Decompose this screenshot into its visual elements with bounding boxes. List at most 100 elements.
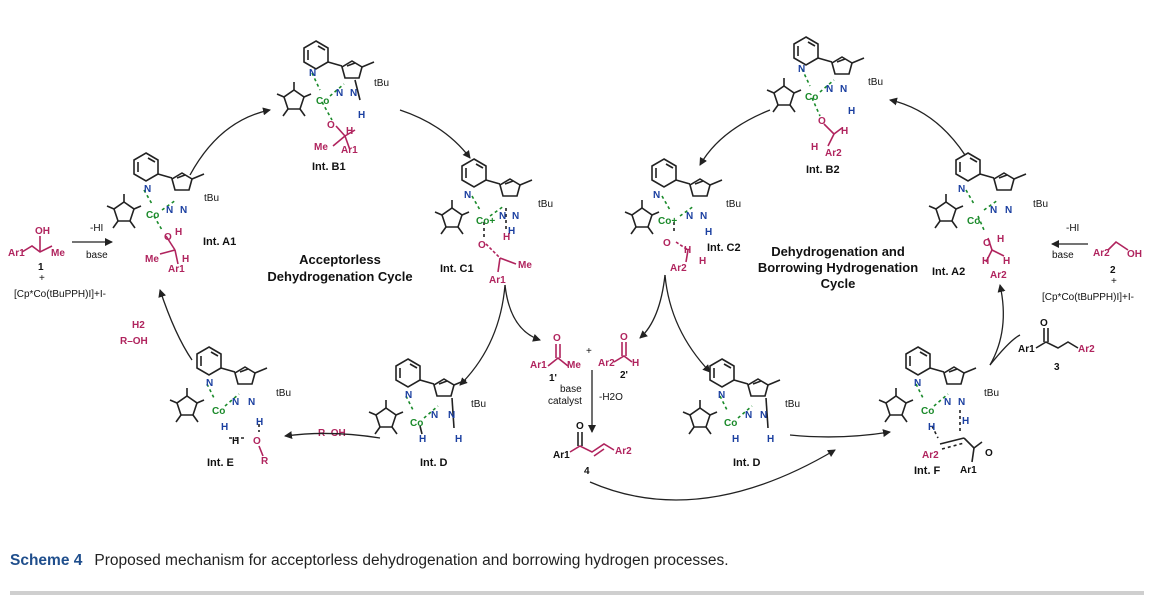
minus-h2o: -H2O (599, 392, 623, 403)
atom-h: H (455, 434, 462, 445)
atom-me: Me (314, 142, 328, 153)
arrow-c1-to-1prime (504, 284, 541, 342)
atom-tbu: tBu (785, 399, 800, 410)
plus-sign: + (39, 273, 45, 284)
atom-n: N (745, 410, 752, 421)
atom-tbu: tBu (1033, 199, 1048, 210)
arrow-c2-to-2prime (639, 274, 666, 339)
atom-n: N (336, 88, 343, 99)
atom-h: H (699, 256, 706, 267)
atom-o: O (985, 448, 993, 459)
compound-2-label: 2 (1110, 265, 1116, 276)
atom-n: N (448, 410, 455, 421)
atom-o: O (818, 116, 826, 127)
atom-o: O (663, 238, 671, 249)
atom-n: N (405, 390, 412, 401)
atom-ar2: Ar2 (825, 148, 842, 159)
base-left: base (86, 250, 108, 261)
atom-n: N (700, 211, 707, 222)
left-cycle-title-2: Dehydrogenation Cycle (267, 269, 412, 284)
atom-co: Co (212, 406, 225, 417)
atom-n: N (309, 68, 316, 79)
atom-me: Me (518, 260, 532, 271)
atom-n: N (686, 211, 693, 222)
label-int-b1: Int. B1 (312, 161, 346, 173)
arrow-c1-to-d (459, 284, 506, 386)
atom-ar2: Ar2 (615, 446, 632, 457)
complex-int-b1 (276, 40, 375, 151)
atom-n: N (350, 88, 357, 99)
h2-label: H2 (132, 320, 145, 331)
atom-h: H (256, 417, 263, 428)
atom-tbu: tBu (204, 193, 219, 204)
atom-h: H (705, 227, 712, 238)
atom-ar1: Ar1 (1018, 344, 1035, 355)
atom-n: N (798, 64, 805, 75)
atom-n: N (826, 84, 833, 95)
caption-divider (10, 591, 1144, 595)
atom-tbu: tBu (984, 388, 999, 399)
atom-n: N (958, 397, 965, 408)
label-int-c1: Int. C1 (440, 263, 474, 275)
compound-1prime-label: 1' (549, 373, 557, 384)
substrate-1 (21, 236, 53, 253)
atom-ar1: Ar1 (489, 275, 506, 286)
atom-n: N (958, 184, 965, 195)
arrow-b1-to-c1 (399, 109, 471, 159)
atom-ar1: Ar1 (960, 465, 977, 476)
atom-ar2: Ar2 (598, 358, 615, 369)
atom-ar2: Ar2 (1078, 344, 1095, 355)
atom-co: Co (967, 216, 980, 227)
atom-oh: OH (1127, 249, 1142, 260)
caption-text: Proposed mechanism for acceptorless dehy… (94, 552, 729, 569)
atom-co: Co (316, 96, 329, 107)
atom-h: H (503, 232, 510, 243)
label-int-c2: Int. C2 (707, 242, 741, 254)
substrate-2 (1107, 240, 1129, 251)
label-int-f: Int. F (914, 465, 941, 477)
left-cycle-title-1: Acceptorless (299, 252, 381, 267)
atom-h: H (1003, 256, 1010, 267)
atom-n: N (840, 84, 847, 95)
atom-ar1: Ar1 (341, 145, 358, 156)
label-int-b2: Int. B2 (806, 164, 840, 176)
atom-co: Co (146, 210, 159, 221)
mechanism-scheme: N Co N N H tBu O H Me Ar1 Int. B1 N Co N… (8, 36, 1142, 501)
atom-tbu: tBu (276, 388, 291, 399)
atom-ar2: Ar2 (922, 450, 939, 461)
atom-r: R (261, 456, 269, 467)
arrow-b2-to-c2 (699, 109, 771, 166)
atom-ar1: Ar1 (8, 248, 25, 259)
right-cycle-title-1: Dehydrogenation and (771, 244, 905, 259)
complex-int-f (878, 346, 983, 463)
right-cycle-title-3: Cycle (821, 276, 856, 291)
compound-2prime (613, 342, 633, 363)
atom-n: N (760, 410, 767, 421)
complex-int-c1 (434, 158, 533, 273)
label-int-e: Int. E (207, 457, 234, 469)
atom-ar2: Ar2 (1093, 248, 1110, 259)
right-cycle-title-2: Borrowing Hydrogenation (758, 260, 918, 275)
atom-n: N (206, 378, 213, 389)
complex-int-a1 (106, 152, 205, 265)
atom-h: H (848, 106, 855, 117)
atom-n: N (718, 390, 725, 401)
atom-n: N (914, 378, 921, 389)
atom-ar1: Ar1 (530, 360, 547, 371)
atom-co-plus: Co+ (658, 216, 677, 227)
atom-h: H (962, 416, 969, 427)
atom-n: N (653, 190, 660, 201)
arrow-a2-to-b2 (889, 97, 966, 156)
arrow-c2-to-d (664, 274, 711, 373)
atom-o: O (1040, 318, 1048, 329)
compound-4-label: 4 (584, 466, 590, 477)
base-center: base (560, 384, 582, 395)
atom-n: N (944, 397, 951, 408)
compound-2prime-label: 2' (620, 370, 628, 381)
compound-1prime (547, 344, 569, 367)
arrow-d-to-e (284, 431, 381, 440)
compound-4 (569, 432, 615, 457)
arrow-e-to-a1 (158, 289, 193, 361)
arrow-f-to-3 (989, 334, 1021, 366)
arrow-d-to-f (789, 429, 891, 438)
